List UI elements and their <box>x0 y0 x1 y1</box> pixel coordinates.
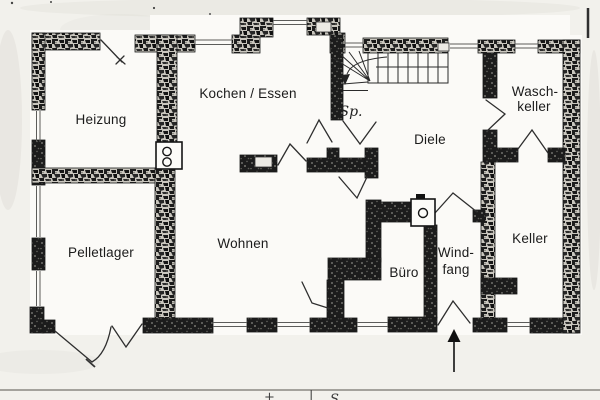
window <box>273 20 307 25</box>
fixture-box <box>410 198 436 227</box>
scan-smudge <box>20 0 580 18</box>
door-swing <box>301 281 332 310</box>
room-label-buero: Büro <box>389 265 418 280</box>
room-label-keller: Keller <box>512 231 548 246</box>
cutoff-glyph: | <box>309 389 313 400</box>
wall-segment <box>154 167 176 319</box>
door-swing <box>485 99 507 132</box>
wall-segment <box>326 147 340 160</box>
door-swing <box>434 192 478 214</box>
wall-segment <box>472 209 486 223</box>
wall-segment <box>326 279 345 319</box>
window <box>507 322 530 327</box>
window <box>36 111 41 142</box>
door-swing <box>437 299 471 326</box>
walls <box>29 17 581 334</box>
fixtures <box>155 141 436 227</box>
window <box>36 186 41 237</box>
entrance-arrow <box>447 329 461 372</box>
scan-speck <box>50 1 52 3</box>
window <box>345 42 363 48</box>
room-label-diele: Diele <box>414 132 446 147</box>
room-label-windfang-1: Wind- <box>438 245 474 260</box>
wall-segment <box>309 317 358 333</box>
room-label-waschkeller-1: Wasch- <box>512 84 558 99</box>
wall-segment <box>482 129 498 149</box>
window <box>357 322 388 327</box>
room-label-pelletlager: Pelletlager <box>68 245 134 260</box>
scan-speck <box>209 13 211 15</box>
room-label-heizung: Heizung <box>76 112 127 127</box>
wall-segment <box>231 34 261 54</box>
stair-winder-lines <box>332 50 371 85</box>
wall-segment <box>31 167 174 184</box>
room-label-wohnen: Wohnen <box>217 236 268 251</box>
windows <box>36 20 538 327</box>
wall-segment <box>482 147 519 163</box>
window <box>450 43 478 49</box>
wall-segment <box>380 201 414 223</box>
wall-segment <box>239 17 274 38</box>
staircase <box>332 50 449 91</box>
wall-segment <box>306 157 374 173</box>
wall-segment <box>364 147 379 179</box>
wall-segment <box>327 257 382 281</box>
wall-segment <box>246 317 278 333</box>
wall-inset <box>315 21 332 33</box>
fixture-circle-icon <box>417 207 429 219</box>
room-label-waschkeller-2: keller <box>517 99 551 114</box>
door-swing <box>342 120 377 146</box>
wall-segment <box>477 39 516 54</box>
room-labels: Heizung Kochen / Essen Wasch- keller Die… <box>68 84 558 280</box>
wall-segment <box>562 39 581 334</box>
cutoff-glyph: + <box>264 390 275 400</box>
stair-direction-arrow <box>346 56 388 75</box>
door-swing <box>517 128 549 154</box>
cutoff-glyph: S <box>330 392 339 400</box>
wall-segment <box>362 37 449 54</box>
wall-segment <box>387 316 438 333</box>
up-arrow-icon <box>447 329 461 342</box>
scan-smudge <box>0 30 22 210</box>
wall-segment <box>547 147 566 163</box>
wall-inset <box>254 156 273 168</box>
wall-segment <box>142 317 214 334</box>
wall-segment <box>480 277 518 295</box>
window <box>195 39 232 45</box>
scan-speck <box>152 6 156 10</box>
burner-icon <box>162 146 172 157</box>
room-label-speis: Sp. <box>339 104 362 120</box>
stair-arrow-head-icon <box>341 74 350 85</box>
scan-smudge <box>0 350 100 374</box>
fixture-stub <box>416 194 425 201</box>
scan-stray-mark <box>85 358 96 368</box>
window <box>277 322 310 327</box>
wall-inset <box>437 42 450 52</box>
wall-segment <box>472 317 508 333</box>
wall-segment <box>482 52 498 99</box>
scan-annotations: + | S <box>0 389 600 400</box>
wall-segment <box>365 199 382 263</box>
room-label-windfang-2: fang <box>442 262 469 277</box>
burner-icon <box>162 157 172 167</box>
door-swing <box>100 39 126 65</box>
room-label-kochen-essen: Kochen / Essen <box>199 86 296 101</box>
door-swing <box>338 176 368 200</box>
window <box>213 322 247 327</box>
wall-segment <box>41 319 56 334</box>
wall-segment <box>480 161 496 319</box>
window <box>36 271 41 306</box>
window <box>515 43 538 49</box>
scan-smudge <box>587 50 600 290</box>
door-swing <box>306 118 333 144</box>
door-swing <box>277 142 307 166</box>
stair-treads <box>377 53 439 83</box>
wall-segment <box>31 237 46 271</box>
double-door-swing <box>54 323 143 363</box>
doors <box>54 39 549 363</box>
wall-segment <box>31 32 46 111</box>
wall-segment <box>423 224 438 319</box>
scan-speck <box>10 1 14 5</box>
